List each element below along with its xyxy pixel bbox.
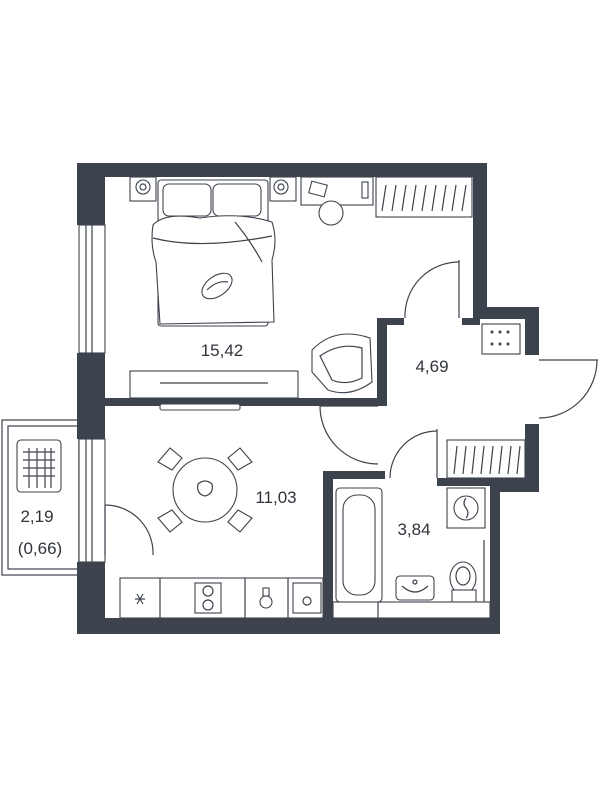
toilet	[449, 561, 477, 603]
nightstand-lamps	[129, 176, 297, 202]
kitchen-area-label: 11,03	[255, 488, 296, 507]
balcony-area-label: 2,19	[20, 507, 53, 526]
bathtub	[335, 487, 383, 603]
tv-stand	[129, 370, 299, 411]
armchair	[311, 333, 373, 394]
bathroom-area-label: 3,84	[397, 520, 430, 539]
washing-machine	[446, 487, 486, 529]
desk	[300, 176, 374, 226]
hallway-cabinet	[481, 323, 521, 355]
balcony-reduced-area-label: (0,66)	[18, 539, 62, 558]
bedroom-area-label: 15,42	[201, 341, 244, 360]
balcony-chair	[16, 439, 62, 493]
hallway-area-label: 4,69	[415, 357, 448, 376]
bed	[151, 179, 276, 327]
walls	[77, 163, 539, 634]
sink	[395, 575, 435, 601]
hallway-wardrobe	[446, 439, 526, 479]
bathroom-shelf	[332, 540, 491, 619]
kitchen-counter	[119, 577, 324, 619]
windows	[78, 224, 106, 563]
wardrobe	[375, 176, 473, 218]
doors	[104, 260, 598, 556]
dining-table	[157, 447, 253, 533]
